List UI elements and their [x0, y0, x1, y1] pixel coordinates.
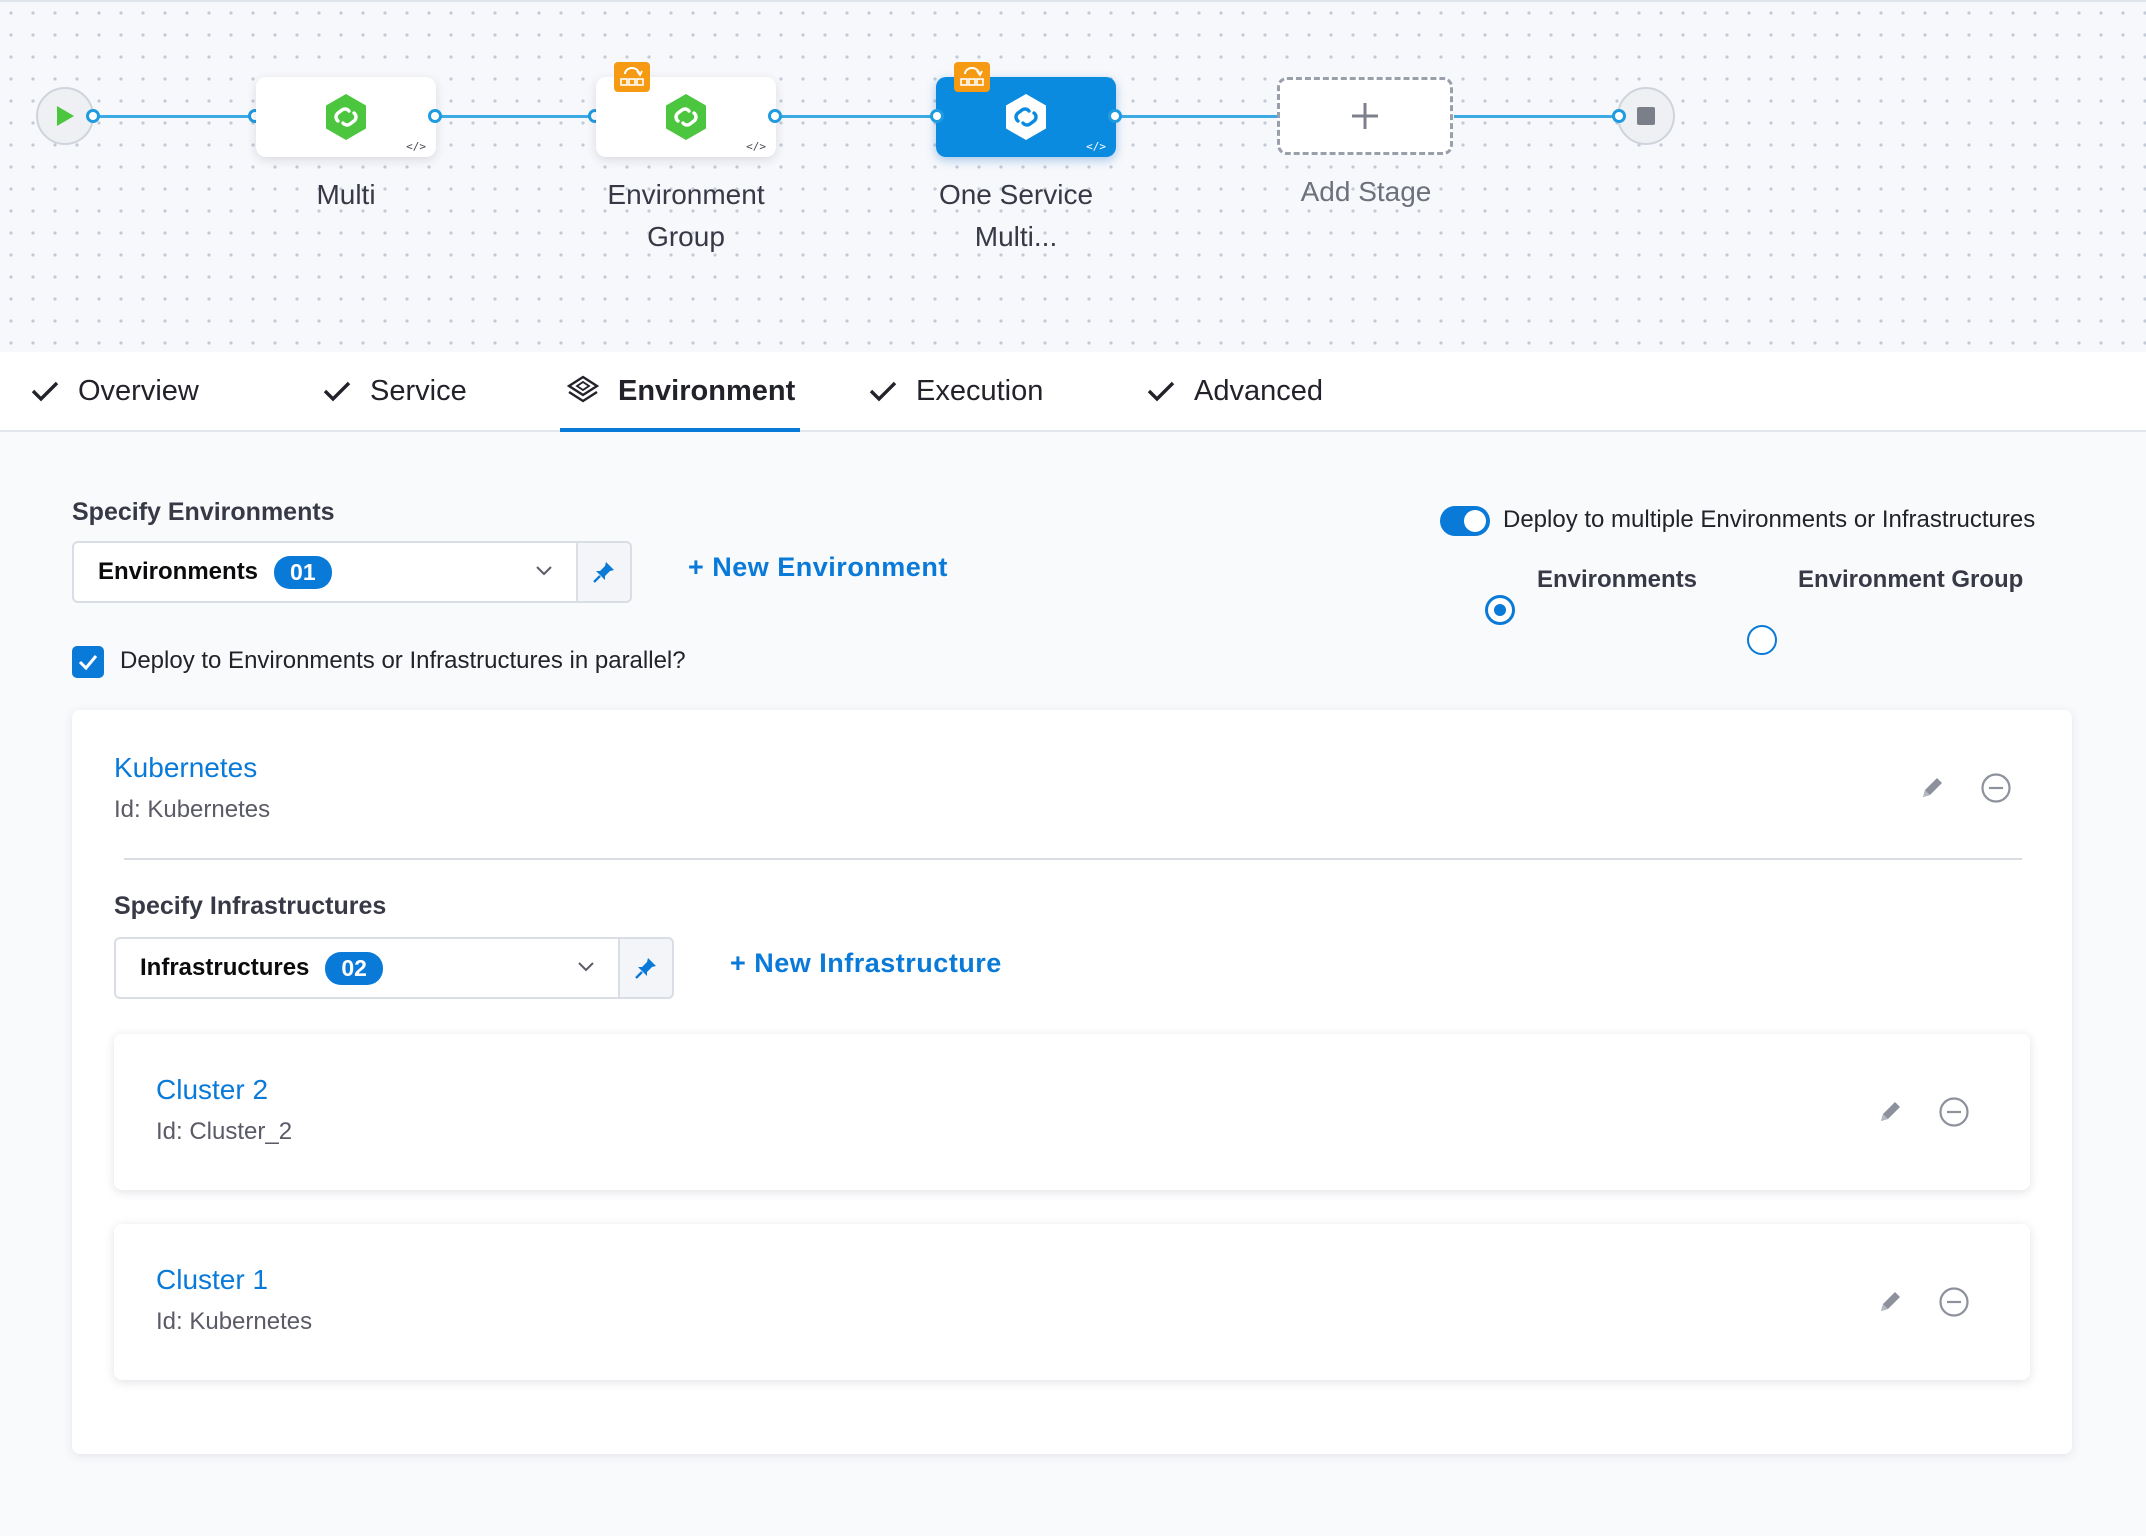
add-stage-button[interactable]	[1277, 77, 1453, 155]
pipeline-connector	[776, 115, 938, 118]
deploy-hexagon-icon	[661, 92, 711, 142]
radio-environments[interactable]	[1485, 595, 1515, 625]
code-tag: </>	[406, 140, 426, 153]
stage-card-multi[interactable]: </>	[256, 77, 436, 157]
environment-layers-icon	[566, 374, 600, 408]
play-icon	[55, 105, 75, 127]
tab-overview[interactable]: Overview	[30, 352, 199, 430]
tab-execution[interactable]: Execution	[868, 352, 1043, 430]
radio-environment-group[interactable]	[1747, 625, 1777, 655]
minus-circle-icon	[1938, 1286, 1970, 1318]
pipeline-connector	[436, 115, 596, 118]
multi-deploy-toggle[interactable]	[1440, 506, 1490, 536]
infrastructures-pin-button[interactable]	[620, 937, 674, 999]
multi-deploy-toggle-label: Deploy to multiple Environments or Infra…	[1503, 506, 2035, 534]
infrastructure-id: Id: Cluster_2	[156, 1118, 292, 1146]
chevron-down-icon	[534, 563, 554, 577]
stop-icon	[1636, 106, 1656, 126]
environment-name[interactable]: Kubernetes	[114, 752, 257, 784]
remove-environment-button[interactable]	[1980, 772, 2012, 804]
stage-label: Multi	[236, 174, 456, 216]
minus-circle-icon	[1980, 772, 2012, 804]
checkmark-icon	[868, 379, 898, 403]
remove-infrastructure-button[interactable]	[1938, 1286, 1970, 1318]
pin-icon	[591, 559, 617, 585]
infrastructures-select[interactable]: Infrastructures 02	[114, 937, 620, 999]
port-dot	[428, 109, 442, 123]
deploy-hexagon-icon	[321, 92, 371, 142]
specify-infrastructures-label: Specify Infrastructures	[114, 892, 386, 921]
infrastructure-id: Id: Kubernetes	[156, 1308, 312, 1336]
environments-select[interactable]: Environments 01	[72, 541, 578, 603]
infrastructure-name[interactable]: Cluster 2	[156, 1074, 268, 1106]
code-tag: </>	[1086, 140, 1106, 153]
active-tab-indicator	[560, 428, 800, 432]
tab-environment[interactable]: Environment	[566, 352, 795, 430]
pipeline-connector	[1454, 115, 1620, 118]
new-infrastructure-link[interactable]: + New Infrastructure	[730, 948, 1002, 979]
pencil-icon	[1918, 774, 1946, 802]
deploy-hexagon-icon	[1001, 92, 1051, 142]
checkmark-icon	[30, 379, 60, 403]
edit-infrastructure-button[interactable]	[1874, 1286, 1906, 1318]
stage-label: One Service Multi...	[906, 174, 1126, 258]
port-dot	[1612, 109, 1626, 123]
specify-environments-label: Specify Environments	[72, 498, 335, 527]
environment-id: Id: Kubernetes	[114, 796, 270, 824]
parallel-deploy-checkbox[interactable]	[72, 646, 104, 678]
edit-environment-button[interactable]	[1916, 772, 1948, 804]
checkmark-icon	[1146, 379, 1176, 403]
port-dot	[930, 109, 944, 123]
pencil-icon	[1876, 1098, 1904, 1126]
port-dot	[86, 109, 100, 123]
port-dot	[1108, 109, 1122, 123]
pipeline-connector	[94, 115, 256, 118]
stage-tabs: Overview Service Environment Execution A…	[0, 352, 2146, 432]
environments-pin-button[interactable]	[578, 541, 632, 603]
code-tag: </>	[746, 140, 766, 153]
infrastructure-name[interactable]: Cluster 1	[156, 1264, 268, 1296]
environments-count-badge: 01	[274, 556, 332, 589]
plus-icon	[1348, 99, 1382, 133]
environment-panel: Kubernetes Id: Kubernetes Specify Infras…	[72, 710, 2072, 1454]
edit-infrastructure-button[interactable]	[1874, 1096, 1906, 1128]
minus-circle-icon	[1938, 1096, 1970, 1128]
tab-service[interactable]: Service	[322, 352, 467, 430]
pin-icon	[633, 955, 659, 981]
infrastructure-card-cluster-2: Cluster 2 Id: Cluster_2	[114, 1034, 2030, 1190]
remove-infrastructure-button[interactable]	[1938, 1096, 1970, 1128]
radio-environment-group-label: Environment Group	[1798, 566, 2023, 594]
environment-divider	[124, 858, 2022, 860]
tab-advanced[interactable]: Advanced	[1146, 352, 1323, 430]
pipeline-canvas: </> Multi </> Environment Group </> One …	[0, 0, 2146, 354]
radio-environments-label: Environments	[1537, 566, 1697, 594]
new-environment-link[interactable]: + New Environment	[688, 552, 948, 583]
chevron-down-icon	[576, 959, 596, 973]
checkmark-icon	[77, 653, 99, 671]
port-dot	[768, 109, 782, 123]
pipeline-connector	[1116, 115, 1278, 118]
parallel-deploy-label: Deploy to Environments or Infrastructure…	[120, 647, 686, 675]
loop-badge-icon	[954, 62, 990, 92]
infrastructure-card-cluster-1: Cluster 1 Id: Kubernetes	[114, 1224, 2030, 1380]
checkmark-icon	[322, 379, 352, 403]
stage-label: Environment Group	[566, 174, 806, 258]
pencil-icon	[1876, 1288, 1904, 1316]
loop-badge-icon	[614, 62, 650, 92]
infrastructures-count-badge: 02	[325, 952, 383, 985]
add-stage-label: Add Stage	[1256, 171, 1476, 213]
